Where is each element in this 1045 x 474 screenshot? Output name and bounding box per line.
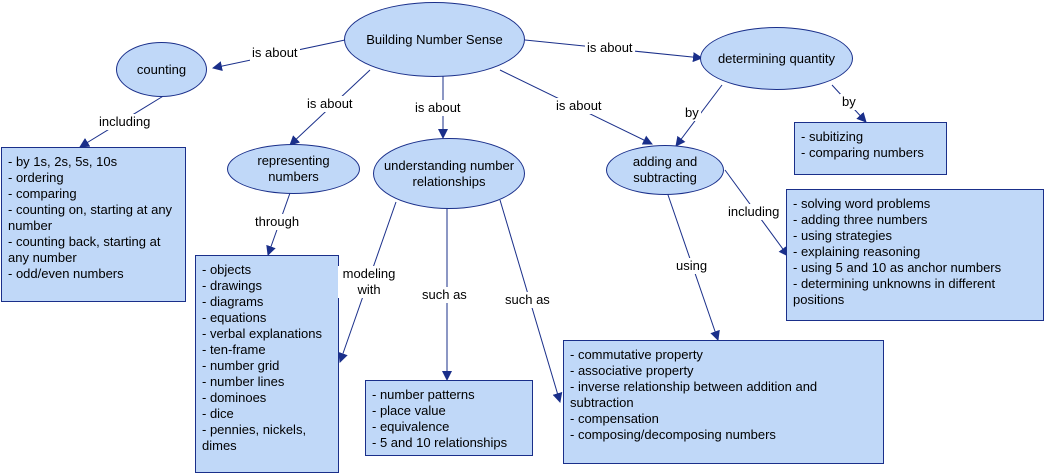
label-using: using	[674, 258, 710, 274]
label-including-counting: including	[97, 114, 153, 130]
node-building-number-sense: Building Number Sense	[344, 2, 525, 77]
label-through: through	[253, 214, 302, 230]
subitizing-list: - subitizing- comparing numbers	[801, 129, 940, 161]
list-item: - verbal explanations	[202, 326, 322, 341]
node-adding-and-subtracting: adding and subtracting	[606, 145, 724, 195]
list-item: - number lines	[202, 374, 285, 389]
list-item: - using 5 and 10 as anchor numbers	[793, 260, 1002, 275]
list-item: - number patterns	[372, 387, 475, 402]
problems-list: - solving word problems- adding three nu…	[793, 196, 1037, 308]
label-is-about-understanding: is about	[413, 100, 463, 116]
list-item: - pennies, nickels, dimes	[202, 422, 307, 453]
list-item: - place value	[372, 403, 446, 418]
box-properties-list: - commutative property- associative prop…	[563, 340, 884, 464]
label-is-about-representing: is about	[305, 96, 355, 112]
counting-list: - by 1s, 2s, 5s, 10s- ordering- comparin…	[8, 154, 179, 282]
list-item: - dominoes	[202, 390, 267, 405]
list-item: - associative property	[570, 363, 694, 378]
box-subitizing-list: - subitizing- comparing numbers	[794, 122, 947, 175]
list-item: - ordering	[8, 170, 64, 185]
label-such-as-properties: such as	[503, 292, 552, 308]
list-item: - objects	[202, 262, 252, 277]
list-item: - determining unknowns in different posi…	[793, 276, 996, 307]
box-problems-list: - solving word problems- adding three nu…	[786, 189, 1044, 321]
list-item: - number grid	[202, 358, 280, 373]
list-item: - odd/even numbers	[8, 266, 124, 281]
label-modeling-with: modeling with	[338, 266, 400, 298]
box-representing-list: - objects- drawings- diagrams- equations…	[195, 255, 339, 473]
node-understanding-number-relationships: understanding number relationships	[373, 138, 525, 209]
list-item: - compensation	[570, 411, 659, 426]
list-item: - equivalence	[372, 419, 450, 434]
list-item: - equations	[202, 310, 267, 325]
list-item: - counting on, starting at any number	[8, 202, 173, 233]
list-item: - dice	[202, 406, 234, 421]
list-item: - comparing numbers	[801, 145, 924, 160]
list-item: - explaining reasoning	[793, 244, 921, 259]
list-item: - inverse relationship between addition …	[570, 379, 818, 410]
box-patterns-list: - number patterns- place value- equivale…	[365, 380, 533, 456]
label-by-subitizing: by	[840, 94, 858, 110]
label-is-about-adding: is about	[554, 98, 604, 114]
list-item: - commutative property	[570, 347, 703, 362]
label-such-as-patterns: such as	[420, 287, 469, 303]
list-item: - comparing	[8, 186, 77, 201]
list-item: - subitizing	[801, 129, 864, 144]
list-item: - composing/decomposing numbers	[570, 427, 776, 442]
list-item: - adding three numbers	[793, 212, 928, 227]
label-including-adding: including	[726, 204, 782, 220]
representing-list: - objects- drawings- diagrams- equations…	[202, 262, 332, 454]
patterns-list: - number patterns- place value- equivale…	[372, 387, 526, 451]
node-determining-quantity: determining quantity	[700, 27, 853, 90]
properties-list: - commutative property- associative prop…	[570, 347, 877, 443]
list-item: - by 1s, 2s, 5s, 10s	[8, 154, 118, 169]
list-item: - 5 and 10 relationships	[372, 435, 508, 450]
list-item: - solving word problems	[793, 196, 931, 211]
list-item: - counting back, starting at any number	[8, 234, 161, 265]
list-item: - ten-frame	[202, 342, 266, 357]
list-item: - diagrams	[202, 294, 264, 309]
list-item: - using strategies	[793, 228, 892, 243]
label-is-about-determining: is about	[585, 40, 635, 56]
label-by-adding: by	[683, 105, 701, 121]
list-item: - drawings	[202, 278, 262, 293]
label-is-about-counting: is about	[250, 45, 300, 61]
box-counting-list: - by 1s, 2s, 5s, 10s- ordering- comparin…	[1, 147, 186, 302]
node-counting: counting	[116, 42, 207, 97]
node-representing-numbers: representing numbers	[227, 144, 360, 194]
